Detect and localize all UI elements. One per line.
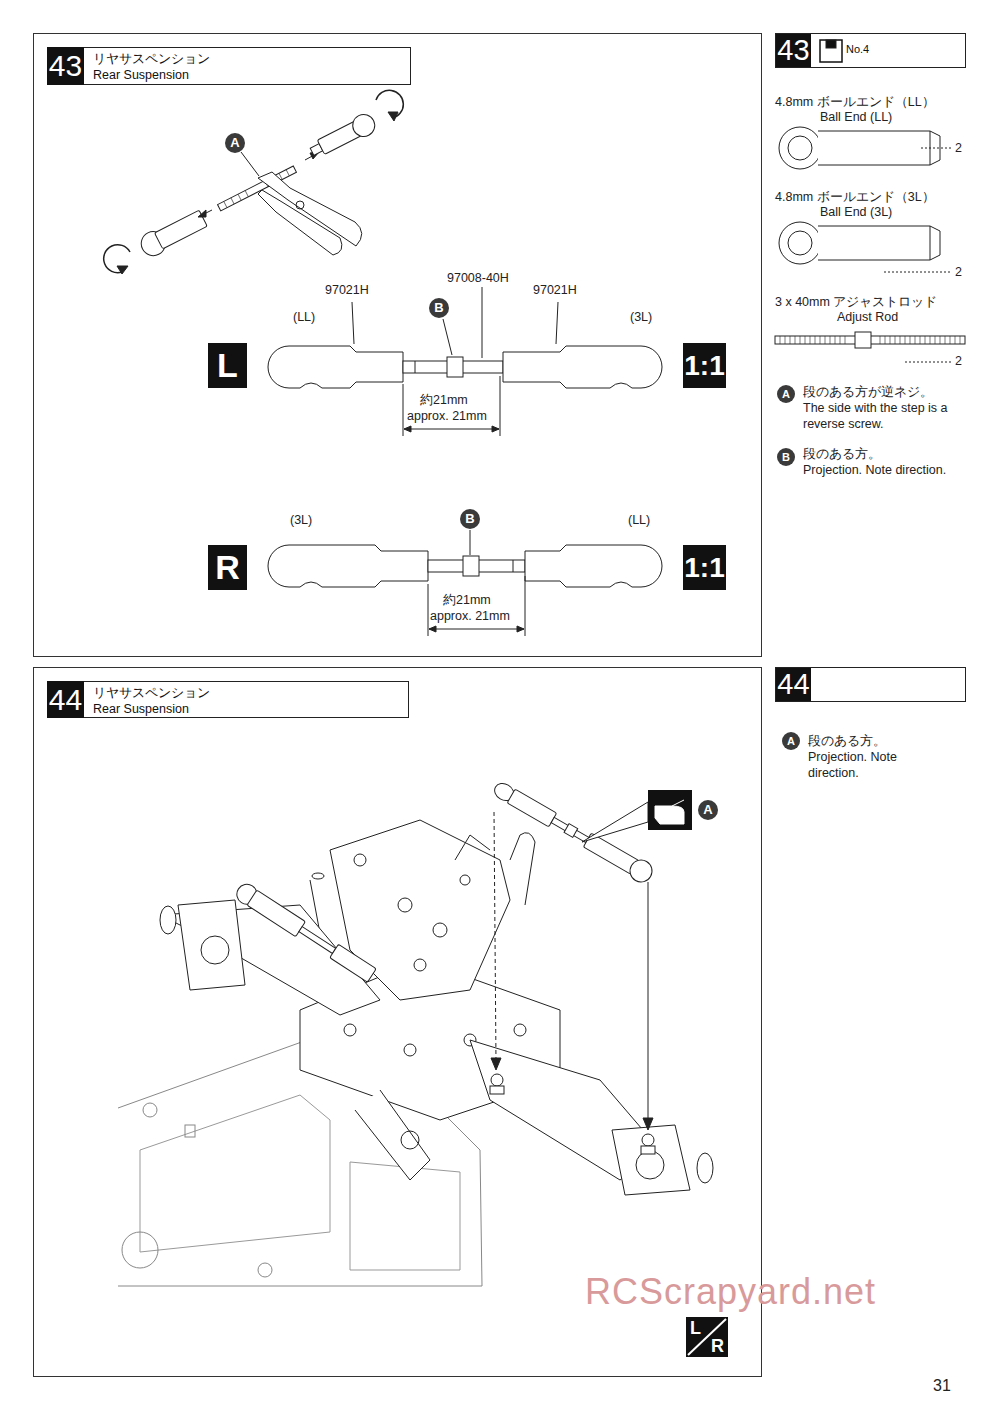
part-label: 4.8mm ボールエンド（3L） <box>775 189 935 205</box>
box-label: 1:1 <box>683 545 726 590</box>
part-label: 2 <box>955 264 962 280</box>
side-letter: L <box>690 1319 701 1337</box>
part-label: (3L) <box>630 309 652 325</box>
label-box: 1:1 <box>683 545 726 590</box>
part-label: 約21mm <box>443 592 491 608</box>
part-label: 2 <box>955 353 962 369</box>
step-title: リヤサスペンション <box>93 685 210 701</box>
part-label: (LL) <box>293 309 315 325</box>
part-label: approx. 21mm <box>407 408 487 424</box>
callout-letter: A <box>777 385 795 403</box>
part-label: 97021H <box>533 282 577 298</box>
part-label: Projection. Note direction. <box>808 749 904 782</box>
callout-letter: A <box>782 732 800 750</box>
part-label: 約21mm <box>420 392 468 408</box>
callout-circle: A <box>777 385 795 403</box>
callout-letter: A <box>225 133 245 153</box>
callout-circle: A <box>782 732 800 750</box>
box-label: L <box>208 343 247 388</box>
callout-circle: A <box>698 800 718 820</box>
label-box: 1:1 <box>683 343 726 388</box>
part-label: Ball End (LL) <box>820 109 892 125</box>
part-label: 2 <box>955 140 962 156</box>
step-header: 44 <box>775 667 966 702</box>
step-title: リヤサスペンション <box>93 51 210 67</box>
part-label: 段のある方。 <box>808 733 886 749</box>
step-number: 43 <box>776 34 811 67</box>
step-number: 44 <box>47 681 84 718</box>
part-label: 97008-40H <box>447 270 509 286</box>
step-header: 43 No.4 <box>775 33 966 68</box>
watermark: RCScrapyard.net <box>585 1274 876 1310</box>
callout-circle: A <box>225 133 245 153</box>
parts-bag-number: No.4 <box>846 42 869 56</box>
box-label: R <box>208 545 247 590</box>
part-label: 段のある方が逆ネジ。 <box>803 384 933 400</box>
callout-letter: B <box>429 298 449 318</box>
label-box: R <box>208 545 247 590</box>
part-label: (LL) <box>628 512 650 528</box>
step-number: 43 <box>47 47 84 85</box>
part-label: The side with the step is a reverse scre… <box>803 400 968 433</box>
part-label: 4.8mm ボールエンド（LL） <box>775 94 935 110</box>
step-title: Rear Suspension <box>93 701 189 717</box>
side-letter: R <box>711 1337 724 1355</box>
step-title: Rear Suspension <box>93 67 189 83</box>
callout-circle: B <box>460 509 480 529</box>
callout-circle: B <box>429 298 449 318</box>
step-header: 43 リヤサスペンションRear Suspension <box>47 47 411 85</box>
part-label: Adjust Rod <box>837 309 898 325</box>
part-label: 97021H <box>325 282 369 298</box>
page-number: 31 <box>933 1378 951 1394</box>
label-box: L <box>208 343 247 388</box>
part-label: 3 x 40mm アジャストロッド <box>775 294 937 310</box>
part-label: 段のある方。 <box>803 446 881 462</box>
side-marker: LR <box>686 1317 728 1357</box>
part-label: Ball End (3L) <box>820 204 892 220</box>
callout-letter: A <box>698 800 718 820</box>
box-label: 1:1 <box>683 343 726 388</box>
part-label: approx. 21mm <box>430 608 510 624</box>
callout-letter: B <box>777 448 795 466</box>
step-header: 44 リヤサスペンションRear Suspension <box>47 681 409 718</box>
callout-letter: B <box>460 509 480 529</box>
part-label: Projection. Note direction. <box>803 462 946 478</box>
step-number: 44 <box>776 668 811 701</box>
part-label: (3L) <box>290 512 312 528</box>
callout-circle: B <box>777 448 795 466</box>
